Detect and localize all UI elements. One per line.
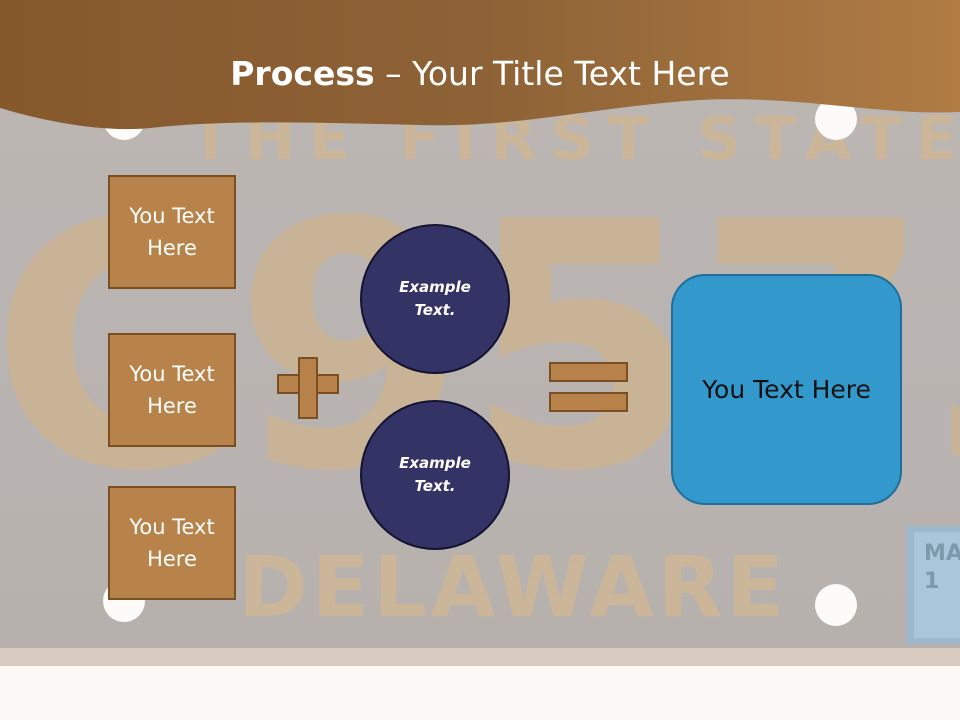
equals-icon-top [549, 362, 628, 382]
result-label: You Text Here [702, 375, 871, 404]
sticker-text: MAR 1 [924, 541, 960, 594]
result-box[interactable]: You Text Here [671, 274, 902, 505]
input-box-label: You Text Here [129, 204, 215, 260]
header-wave [0, 0, 960, 130]
bolt-hole-icon [815, 584, 857, 626]
title-rest: – Your Title Text Here [374, 54, 730, 93]
example-circle-2[interactable]: Example Text. [360, 400, 510, 550]
input-box-3[interactable]: You Text Here [108, 486, 236, 600]
example-circle-1[interactable]: Example Text. [360, 224, 510, 374]
plate-state-text: DELAWARE [238, 538, 788, 636]
slide-title: Process – Your Title Text Here [0, 54, 960, 93]
circle-label: Example Text. [399, 278, 471, 319]
input-box-1[interactable]: You Text Here [108, 175, 236, 289]
registration-sticker: MAR 1 [906, 526, 960, 644]
plus-icon [300, 376, 316, 392]
header-wave-shape [0, 0, 960, 130]
input-box-label: You Text Here [129, 362, 215, 418]
input-box-2[interactable]: You Text Here [108, 333, 236, 447]
input-box-label: You Text Here [129, 515, 215, 571]
registration-sticker-face: MAR 1 [914, 532, 960, 638]
equals-icon-bottom [549, 392, 628, 412]
plate-bottom-edge [0, 648, 960, 666]
title-bold: Process [230, 54, 375, 93]
circle-label: Example Text. [399, 454, 471, 495]
